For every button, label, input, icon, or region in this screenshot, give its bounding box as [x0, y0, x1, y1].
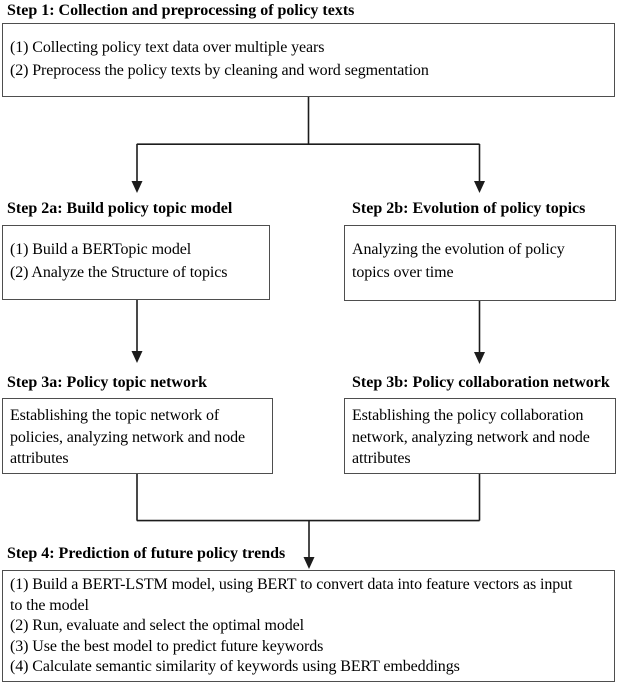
step3b-text-line: attributes [352, 450, 411, 467]
step3a-text-line: policies, analyzing network and node [10, 428, 245, 446]
step2a-text-line: (1) Build a BERTopic model [10, 241, 192, 258]
step4-title: Step 4: Prediction of future policy tren… [7, 545, 286, 562]
step2b-box: Analyzing the evolution of policy topics… [344, 225, 616, 301]
step3a-text-line: Establishing the topic network of [10, 407, 220, 424]
step3b-title: Step 3b: Policy collaboration network [352, 374, 610, 391]
step3a-text-line: attributes [10, 450, 69, 467]
step2b-text-line: topics over time [352, 264, 454, 281]
step3b-text-line: Establishing the policy collaboration [352, 407, 584, 424]
arrow-down-icon [303, 557, 315, 569]
arrow-down-icon [131, 351, 143, 363]
step4-text-line: (4) Calculate semantic similarity of key… [10, 658, 460, 676]
step4-text-line: (2) Run, evaluate and select the optimal… [10, 617, 304, 635]
step3b-text-line: network, analyzing network and node [352, 428, 590, 446]
arrow-down-icon [474, 181, 485, 193]
step4-text-line: (1) Build a BERT-LSTM model, using BERT … [10, 576, 573, 593]
step3a-box: Establishing the topic network of polici… [2, 398, 273, 474]
arrow-down-icon [474, 352, 485, 364]
step4-text-line: (3) Use the best model to predict future… [10, 637, 324, 655]
step2b-title: Step 2b: Evolution of policy topics [352, 200, 586, 217]
step4-box: (1) Build a BERT-LSTM model, using BERT … [2, 570, 615, 682]
step1-box: (1) Collecting policy text data over mul… [2, 23, 615, 97]
arrow-down-icon [131, 181, 143, 193]
step2a-text-line: (2) Analyze the Structure of topics [10, 264, 228, 281]
step2a-title: Step 2a: Build policy topic model [7, 200, 233, 217]
step4-text-line: to the model [10, 596, 89, 614]
step1-text-line: (1) Collecting policy text data over mul… [10, 39, 325, 56]
step1-title: Step 1: Collection and preprocessing of … [7, 2, 355, 19]
step1-text-line: (2) Preprocess the policy texts by clean… [10, 62, 429, 79]
step2a-box: (1) Build a BERTopic model (2) Analyze t… [2, 225, 270, 300]
step2b-text-line: Analyzing the evolution of policy [352, 241, 565, 258]
step3b-box: Establishing the policy collaboration ne… [344, 398, 616, 474]
step3a-title: Step 3a: Policy topic network [7, 374, 207, 391]
